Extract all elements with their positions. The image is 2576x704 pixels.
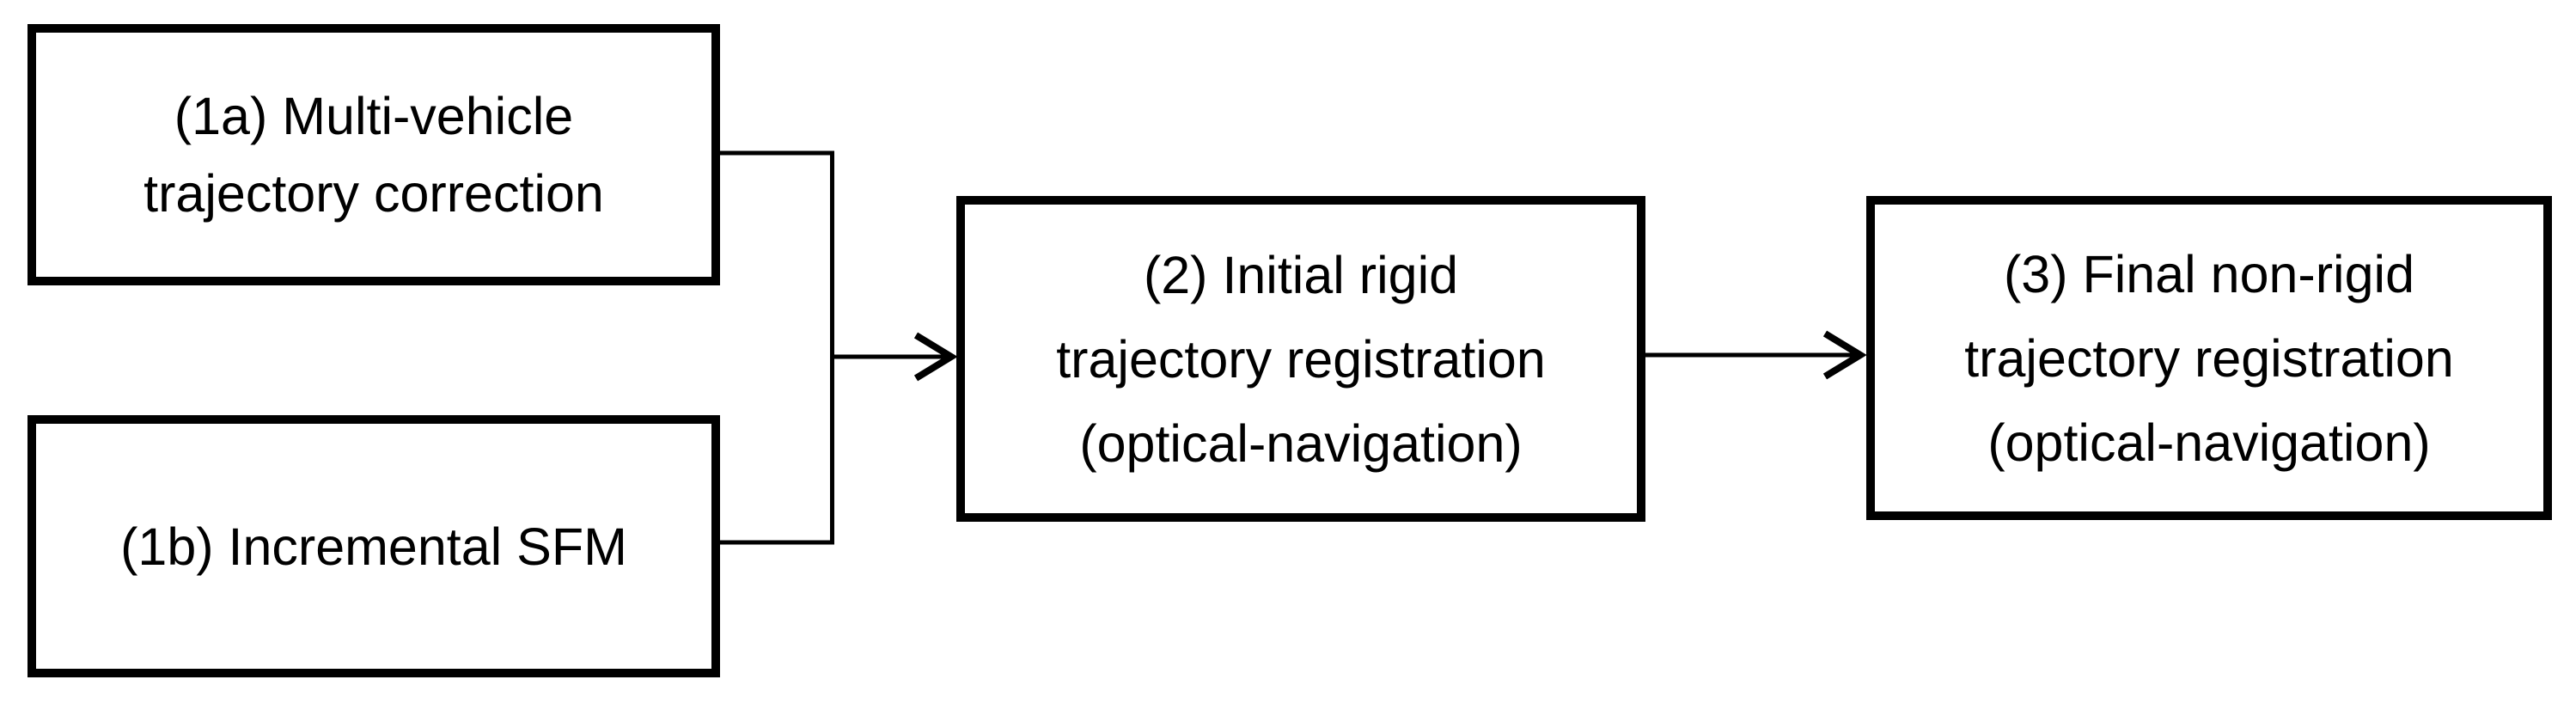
- node-step-1a-label-line-1: (1a) Multi-vehicle: [174, 87, 574, 145]
- node-step-2-label-line-1: (2) Initial rigid: [1143, 245, 1459, 304]
- node-step-2-label-line-3: (optical-navigation): [1079, 413, 1523, 473]
- node-step-3-final-non-rigid-trajectory-registration: (3) Final non-rigid trajectory registrat…: [1866, 196, 2552, 520]
- node-step-1a-multi-vehicle-trajectory-correction: (1a) Multi-vehicle trajectory correction: [27, 24, 720, 285]
- node-step-3-label-line-3: (optical-navigation): [1987, 413, 2431, 472]
- node-step-1a-label-line-2: trajectory correction: [143, 164, 604, 223]
- node-step-1b-label-line-1: (1b) Incremental SFM: [120, 517, 627, 576]
- node-step-2-label-line-2: trajectory registration: [1056, 329, 1546, 389]
- node-step-3-label-line-2: trajectory registration: [1964, 328, 2454, 388]
- arrow-step2-to-step3-head-icon: [1822, 330, 1867, 380]
- node-step-3-label-line-1: (3) Final non-rigid: [2003, 244, 2415, 303]
- node-step-1b-incremental-sfm: (1b) Incremental SFM: [27, 415, 720, 677]
- node-step-2-initial-rigid-trajectory-registration: (2) Initial rigid trajectory registratio…: [956, 196, 1645, 522]
- arrow-merge-to-step2-head-icon: [913, 332, 958, 382]
